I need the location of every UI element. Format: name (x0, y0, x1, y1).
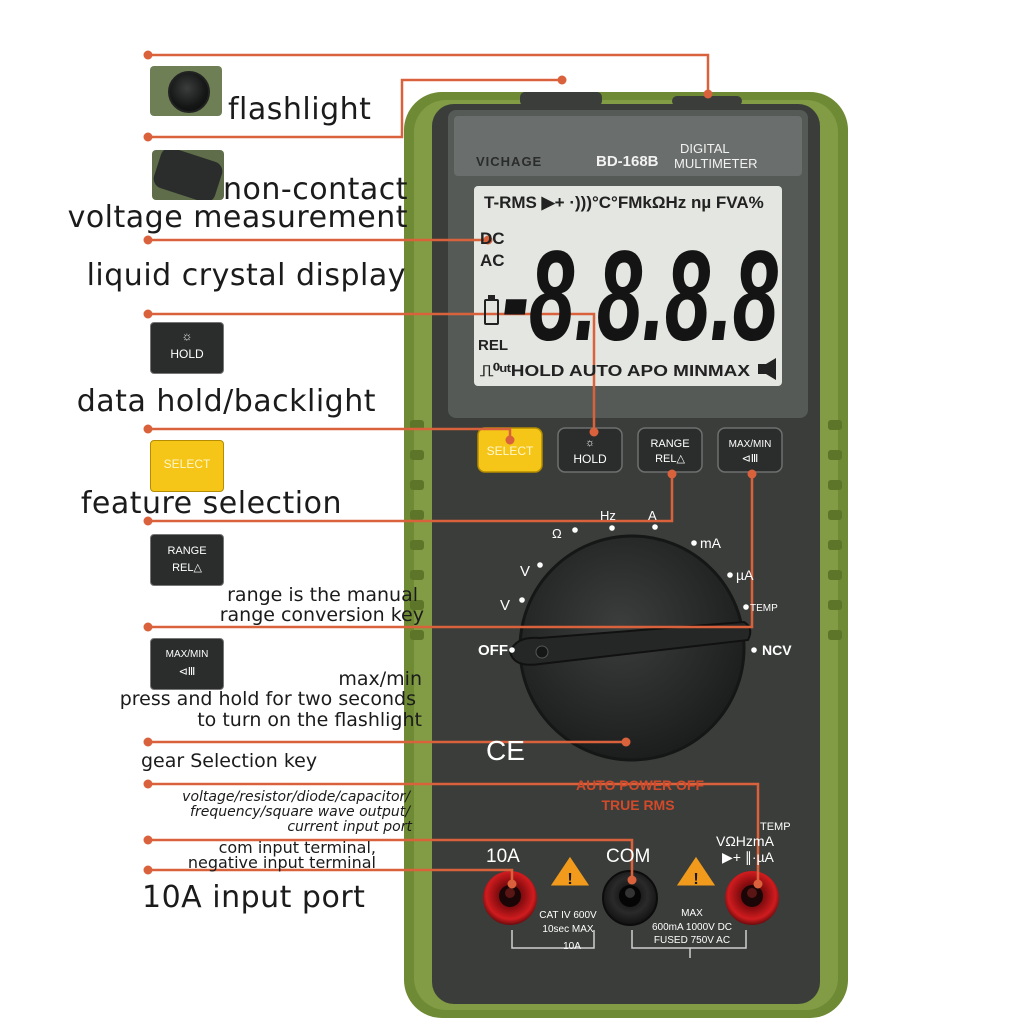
range-button-label-1: RANGE (650, 438, 689, 450)
label-range-line-1: range is the manual (227, 584, 418, 606)
hold-button-label: HOLD (573, 452, 607, 466)
port-10a[interactable] (483, 871, 537, 925)
label-vport-line-1: voltage/resistor/diode/capacitor/ (182, 789, 410, 805)
max-rating-2: 600mA 1000V DC (652, 922, 732, 933)
label-maxmin-line-2: press and hold for two seconds (119, 688, 416, 710)
dial-position-dots (509, 524, 757, 653)
lcd-top-symbols: T-RMS ▶+ ·)))°C°FMkΩHz nµ FVA% (484, 193, 764, 212)
max-rating-1: MAX (681, 908, 703, 919)
label-ncv-line-2: voltage measurement (67, 200, 408, 235)
thumb-maxmin-button: MAX/MIN ⊲Ⅲ (150, 638, 224, 690)
label-vport-line-2: frequency/square wave output/ (190, 804, 410, 820)
label-maxmin-line-1: max/min (338, 668, 422, 690)
true-rms: TRUE RMS (601, 797, 674, 813)
maxmin-button[interactable] (717, 427, 783, 473)
lcd-panel (474, 186, 782, 386)
warning-icon (675, 855, 717, 887)
dial-vdc: V (520, 563, 530, 580)
thumb-ncv-sensor (152, 150, 224, 200)
brand-text: VICHAGE (476, 154, 542, 169)
label-maxmin-line-3: to turn on the flashlight (197, 709, 422, 731)
dial-ohm: Ω (552, 526, 562, 541)
top-ncv-bump (520, 92, 602, 106)
svg-text:!: ! (567, 871, 572, 888)
thumb-flashlight (150, 66, 222, 116)
max-rating-3: FUSED 750V AC (654, 935, 730, 946)
dial-a: A (648, 508, 657, 523)
label-lcd: liquid crystal display (86, 258, 406, 293)
cat-rating-1: CAT IV 600V (539, 910, 597, 921)
leader-lines (148, 53, 760, 884)
flashlight-lens-icon (168, 71, 210, 113)
dial-hz: Hz (600, 508, 616, 523)
label-select: feature selection (80, 486, 342, 521)
dial-temp: TEMP (750, 603, 778, 614)
leader-dots (143, 50, 763, 889)
lcd-digits: -8.8.8.8 (502, 225, 778, 368)
thumb-select-button: SELECT (150, 440, 224, 492)
thumb-hold-button: ☼ HOLD (150, 322, 224, 374)
label-gear: gear Selection key (141, 750, 318, 772)
port-10a-label: 10A (486, 846, 520, 867)
model-text: BD-168B (596, 153, 659, 170)
thumb-flashlight-icon: ⊲Ⅲ (178, 666, 196, 678)
label-vport-line-3: current input port (287, 819, 412, 835)
dial-pointer (508, 620, 752, 666)
title-line-2: MULTIMETER (674, 156, 758, 171)
dial-ua: µA (736, 567, 754, 583)
bar-10a-label: 10A (563, 941, 581, 952)
lcd-rel: REL (478, 337, 508, 354)
battery-icon (484, 295, 499, 325)
svg-text:!: ! (693, 871, 698, 888)
speaker-icon (758, 358, 776, 380)
thumb-hold-label: HOLD (170, 347, 204, 361)
maxmin-button-label: MAX/MIN (729, 439, 772, 450)
port-v-label: VΩHzmA (716, 833, 775, 849)
dial-ma: mA (700, 535, 722, 551)
label-range-line-2: range conversion key (219, 604, 424, 626)
port-com-label: COM (606, 846, 650, 867)
range-button-label-2: REL△ (655, 453, 685, 465)
ncv-sensor-icon (152, 150, 224, 200)
dial-ncv: NCV (762, 642, 792, 658)
thumb-range-label-2: REL△ (172, 562, 202, 574)
thumb-range-label-1: RANGE (167, 545, 207, 557)
dial-vac: V (500, 597, 510, 614)
hold-sun-icon: ☼ (585, 437, 595, 449)
ce-mark: CE (486, 735, 525, 766)
port-voltage[interactable] (725, 871, 779, 925)
label-ncv-line-1: non-contact (223, 172, 408, 207)
auto-power-off: AUTO POWER OFF (576, 777, 705, 793)
dial-off: OFF (478, 642, 508, 659)
warning-icon (549, 855, 591, 887)
label-hold: data hold/backlight (76, 384, 376, 419)
label-com-line-2: negative input terminal (187, 853, 376, 872)
label-flashlight: flashlight (228, 92, 372, 127)
range-button[interactable] (637, 427, 703, 473)
thumb-maxmin-label: MAX/MIN (165, 649, 209, 660)
thumb-select-label: SELECT (163, 457, 211, 471)
label-10a-port: 10A input port (142, 880, 366, 915)
sun-icon: ☼ (181, 329, 193, 343)
select-button-label: SELECT (487, 444, 534, 458)
lcd-dc: DC (480, 229, 505, 248)
port-temp-label: TEMP (760, 821, 791, 833)
lcd-ac: AC (480, 251, 505, 270)
hold-button[interactable] (557, 427, 623, 473)
label-com-line-1: com input terminal, (218, 838, 376, 857)
port-com[interactable] (602, 870, 658, 926)
lcd-bottom-symbols: ⎍⁰ᵘᵗHOLD AUTO APO MINMAX (480, 361, 750, 380)
port-v-label-2: ▶+ ∥·µA (722, 849, 775, 865)
flashlight-small-icon: ⊲Ⅲ (742, 453, 759, 465)
thumb-range-button: RANGE REL△ (150, 534, 224, 586)
grip-ridges (410, 420, 842, 640)
top-flashlight-bump (672, 96, 742, 106)
cat-rating-2: 10sec MAX (542, 924, 593, 935)
title-line-1: DIGITAL (680, 141, 730, 156)
